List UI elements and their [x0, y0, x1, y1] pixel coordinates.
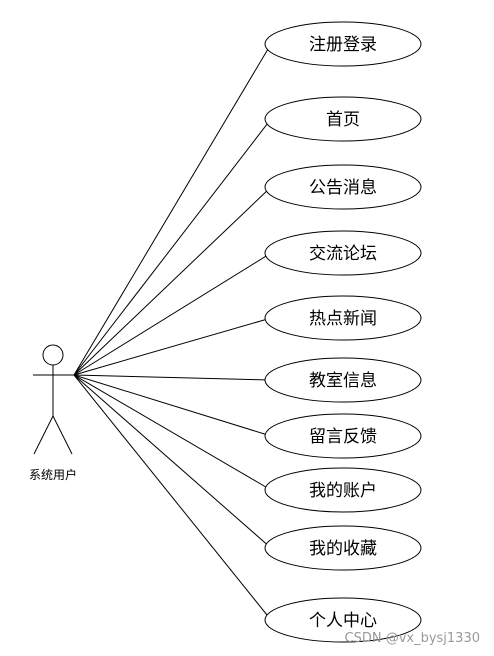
connector-feedback [73, 374, 272, 437]
actor-left-leg [33, 415, 54, 455]
actor-system-user: 系统用户 [29, 344, 77, 482]
use-case-classroom-info: 教室信息 [264, 357, 422, 403]
use-case-label: 我的收藏 [309, 539, 377, 559]
use-case-my-favorites: 我的收藏 [264, 525, 422, 571]
use-case-ellipse [264, 525, 422, 571]
connector-forum [73, 252, 272, 376]
use-case-ellipse [264, 21, 422, 67]
use-case-label: 我的账户 [309, 481, 377, 501]
use-case-my-account: 我的账户 [264, 467, 422, 513]
use-case-personal-center: 个人中心 [264, 597, 422, 643]
use-case-ellipse [264, 467, 422, 513]
use-case-ellipse [264, 295, 422, 341]
actor-right-leg [52, 415, 73, 455]
connector-hot-news [73, 317, 272, 376]
use-case-ellipse [264, 357, 422, 403]
watermark: CSDN @vx_bysj1330 [345, 631, 481, 646]
use-case-label: 公告消息 [309, 178, 377, 198]
connector-classroom-info [73, 374, 272, 381]
use-case-label: 注册登录 [309, 35, 377, 55]
connector-personal-center [73, 374, 272, 621]
use-case-forum: 交流论坛 [264, 230, 422, 276]
actor-label: 系统用户 [29, 467, 77, 482]
use-case-home: 首页 [264, 96, 422, 142]
use-case-label: 留言反馈 [309, 427, 377, 447]
use-case-label: 教室信息 [309, 371, 377, 391]
use-case-feedback: 留言反馈 [264, 413, 422, 459]
connector-register-login [73, 43, 272, 376]
use-case-ellipse [264, 164, 422, 210]
connector-announcements [73, 186, 272, 376]
actor-head [42, 344, 64, 366]
use-case-register-login: 注册登录 [264, 21, 422, 67]
use-case-ellipse [264, 230, 422, 276]
connector-my-account [73, 374, 272, 491]
use-case-label: 热点新闻 [309, 309, 377, 329]
connector-lines [73, 43, 272, 621]
use-case-announcements: 公告消息 [264, 164, 422, 210]
use-case-label: 首页 [326, 110, 360, 130]
use-case-ellipse [264, 413, 422, 459]
use-case-label: 个人中心 [309, 611, 377, 631]
use-case-ellipse [264, 597, 422, 643]
use-case-hot-news: 热点新闻 [264, 295, 422, 341]
connector-home [73, 118, 272, 376]
connector-my-favorites [73, 374, 272, 549]
use-case-ellipse [264, 96, 422, 142]
use-case-label: 交流论坛 [309, 244, 377, 264]
